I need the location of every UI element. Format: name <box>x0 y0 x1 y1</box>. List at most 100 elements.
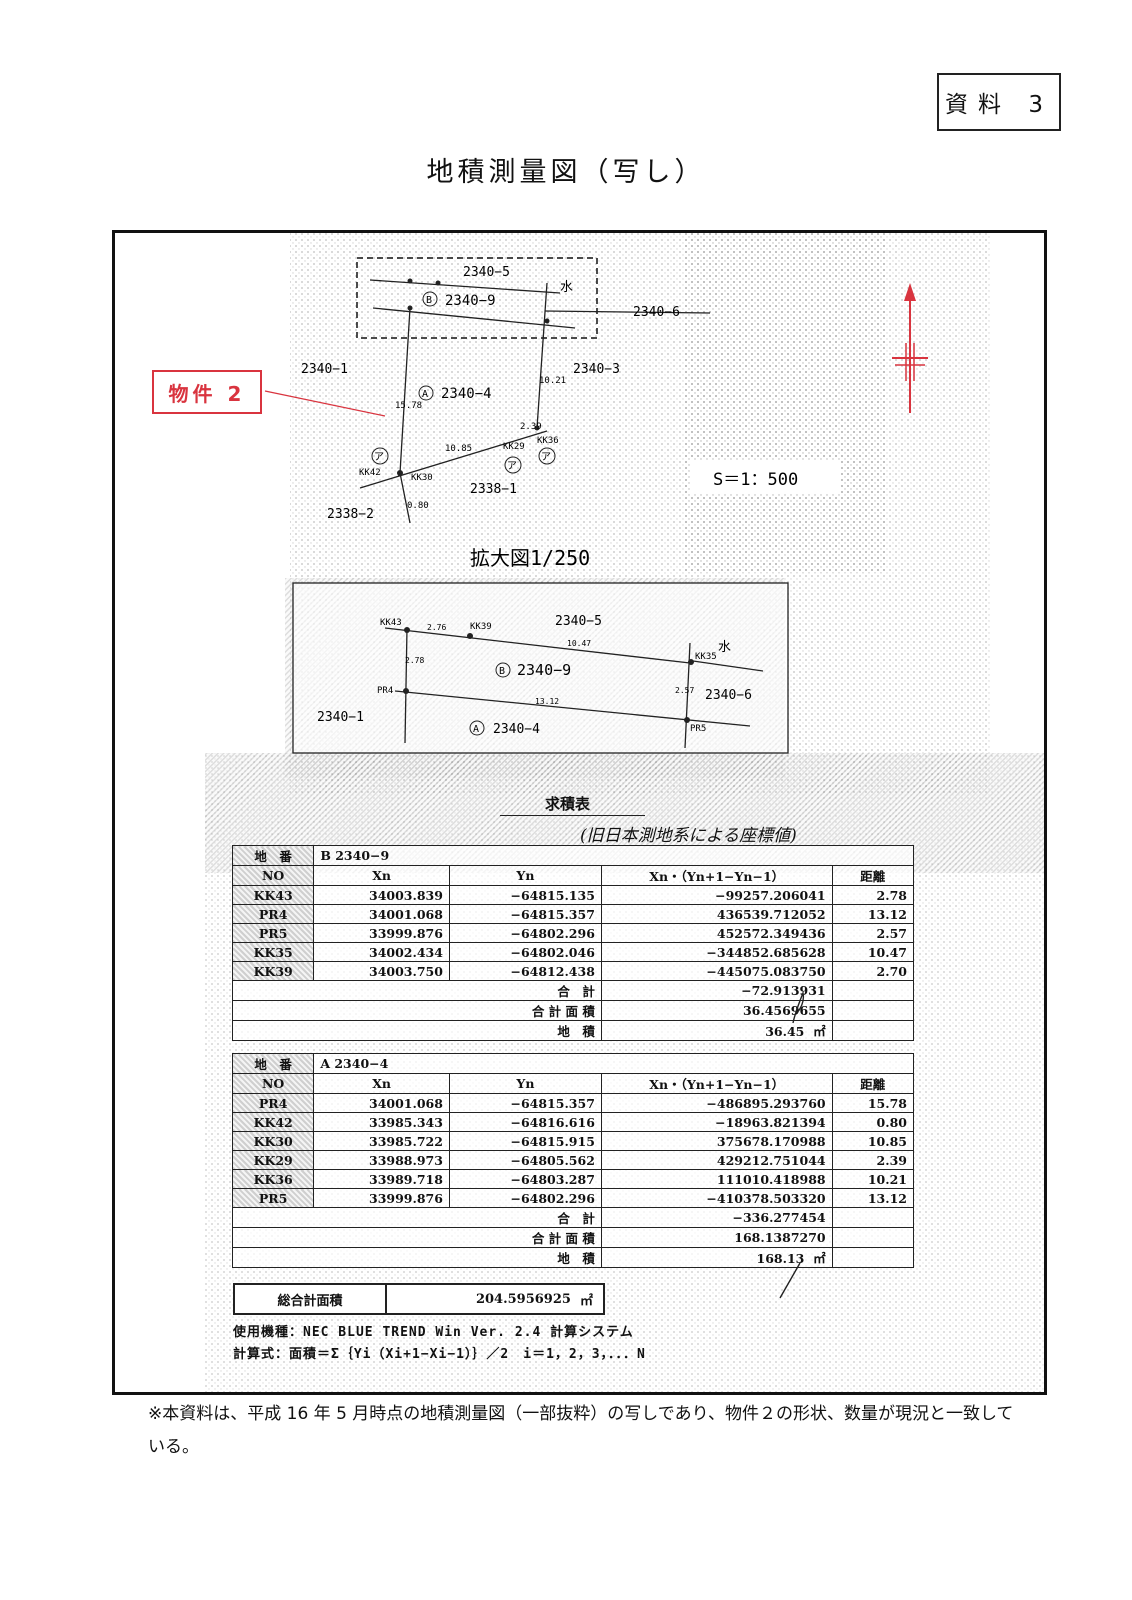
marker-b: B <box>426 295 432 306</box>
parcel-2340-4: 2340−4 <box>441 386 492 402</box>
cell-distance: 2.78 <box>831 885 915 905</box>
cell-yn: −64815.915 <box>448 1131 602 1151</box>
point-pr5: PR5 <box>690 724 706 734</box>
point-kk30: KK30 <box>411 473 433 483</box>
cell-xn: 34003.839 <box>313 885 450 905</box>
len-2-78: 2.78 <box>405 656 424 665</box>
len-15-78: 15.78 <box>395 401 422 411</box>
cell-xn: 34003.750 <box>313 961 450 981</box>
table-row: KK29 33988.973 −64805.562 429212.751044 … <box>231 1150 915 1170</box>
total-area-label: 合 計 面 積 <box>232 1000 602 1021</box>
check-marks <box>779 990 805 1299</box>
cell-distance: 13.12 <box>831 904 915 924</box>
point-kk43: KK43 <box>380 618 402 628</box>
area-calc-title: 求積表 <box>545 795 591 813</box>
header-distance: 距離 <box>831 1073 915 1094</box>
parcel-label: 地 番 <box>231 845 315 866</box>
point-kk35: KK35 <box>695 652 717 662</box>
parcel-2340-3: 2340−3 <box>573 362 620 377</box>
sum-value: −72.913931 <box>600 980 833 1001</box>
len-2-76: 2.76 <box>427 623 446 632</box>
water-mark: 水 <box>560 280 573 295</box>
enlarged-marker-b: B <box>499 666 505 677</box>
cell-product: −18963.821394 <box>600 1112 833 1132</box>
cell-distance: 2.39 <box>831 1150 915 1170</box>
survey-drawing-frame: 2340−5 水 B 2340−9 2340−6 2340−1 2340−3 A… <box>112 230 1047 1395</box>
parcel-2340-9: 2340−9 <box>445 293 496 309</box>
scale-label: S＝1：500 <box>713 470 798 490</box>
area-unit: ㎡ <box>813 1024 826 1039</box>
grand-total-unit: ㎡ <box>579 1293 593 1309</box>
point-kk39: KK39 <box>470 622 492 632</box>
len-10-85: 10.85 <box>445 444 472 454</box>
parcel-label: 地 番 <box>231 1053 315 1074</box>
area-unit: ㎡ <box>813 1251 826 1266</box>
cell-product: 111010.418988 <box>600 1169 833 1189</box>
cell-no: KK42 <box>231 1112 315 1132</box>
document-label: 資料 3 <box>937 73 1061 131</box>
header-no: NO <box>231 865 315 886</box>
cell-xn: 33999.876 <box>313 1188 450 1208</box>
point-kk42: KK42 <box>359 468 381 478</box>
parcel-2338-1: 2338−1 <box>470 482 517 497</box>
grand-total-value: 204.5956925 ㎡ <box>475 1291 593 1309</box>
enlarged-area-box <box>356 257 598 339</box>
callout-leader <box>264 390 386 417</box>
cell-no: PR5 <box>231 1188 315 1208</box>
area-formula: 計算式：面積＝Σ｛Yi（Xi+1−Xi−1）｝／2 i＝1，2，3，．．．N <box>233 1347 646 1362</box>
cell-no: KK29 <box>231 1150 315 1170</box>
header-distance: 距離 <box>831 865 915 886</box>
table-row: KK35 34002.434 −64802.046 −344852.685628… <box>231 942 915 962</box>
land-area-label: 地 積 <box>232 1020 602 1041</box>
table-row: PR4 34001.068 −64815.357 436539.712052 1… <box>231 904 915 924</box>
parcel-2338-2: 2338−2 <box>327 507 374 522</box>
len-10-47: 10.47 <box>567 639 591 648</box>
cell-no: KK30 <box>231 1131 315 1151</box>
cell-product: 429212.751044 <box>600 1150 833 1170</box>
len-13-12: 13.12 <box>535 697 559 706</box>
enlarged-map: 拡大図1/250 KK43 KK39 KK35 PR4 PR5 2.76 10.… <box>292 546 789 754</box>
title-underline <box>500 815 645 816</box>
grand-total-label: 総合計面積 <box>235 1285 387 1313</box>
len-2-57: 2.57 <box>675 686 694 695</box>
point-kk36: KK36 <box>537 436 559 446</box>
cell-xn: 33985.343 <box>313 1112 450 1132</box>
parcel-2340-5: 2340−5 <box>463 265 510 280</box>
cell-distance: 13.12 <box>831 1188 915 1208</box>
len-0-80: 0.80 <box>407 501 429 511</box>
area-table-a: 地 番 A 2340−4 NO Xn Yn Xn・（Yn+1−Yn−1） 距離 … <box>231 1053 915 1268</box>
north-arrow-icon <box>892 283 928 413</box>
cell-distance: 10.85 <box>831 1131 915 1151</box>
cell-yn: −64805.562 <box>448 1150 602 1170</box>
water-mark-enlarged: 水 <box>718 640 731 655</box>
marker-mu-3: ア <box>541 452 551 463</box>
cell-yn: −64815.357 <box>448 1093 602 1113</box>
cell-xn: 33999.876 <box>313 923 450 943</box>
enlarged-marker-a: A <box>473 724 479 735</box>
cell-distance: 2.57 <box>831 923 915 943</box>
page-title: 地積測量図（写し） <box>426 157 706 188</box>
header-xn: Xn <box>313 1073 450 1094</box>
enlarged-map-title: 拡大図1/250 <box>470 546 590 570</box>
cell-product: 375678.170988 <box>600 1131 833 1151</box>
enlarged-parcel-2340-4: 2340−4 <box>493 722 540 737</box>
table-row: KK39 34003.750 −64812.438 −445075.083750… <box>231 961 915 981</box>
table-row: PR5 33999.876 −64802.296 452572.349436 2… <box>231 923 915 943</box>
survey-map: 2340−5 水 B 2340−9 2340−6 2340−1 2340−3 A… <box>264 257 928 524</box>
table-row: KK43 34003.839 −64815.135 −99257.206041 … <box>231 885 915 905</box>
cell-no: KK39 <box>231 961 315 981</box>
cell-yn: −64802.296 <box>448 923 602 943</box>
cell-xn: 33989.718 <box>313 1169 450 1189</box>
len-2-39: 2.39 <box>520 422 542 432</box>
cell-no: PR5 <box>231 923 315 943</box>
land-area-value: 168.13 ㎡ <box>600 1247 833 1268</box>
enlarged-parcel-2340-9: 2340−9 <box>517 661 571 679</box>
cell-yn: −64815.135 <box>448 885 602 905</box>
parcel-2340-1: 2340−1 <box>301 362 348 377</box>
land-area-label: 地 積 <box>232 1247 602 1268</box>
len-10-21: 10.21 <box>539 376 566 386</box>
coordinate-system-note: (旧日本測地系による座標値) <box>580 826 797 846</box>
marker-mu-1: ア <box>374 452 384 463</box>
grand-total-box: 総合計面積 204.5956925 ㎡ <box>233 1283 605 1315</box>
cell-yn: −64803.287 <box>448 1169 602 1189</box>
